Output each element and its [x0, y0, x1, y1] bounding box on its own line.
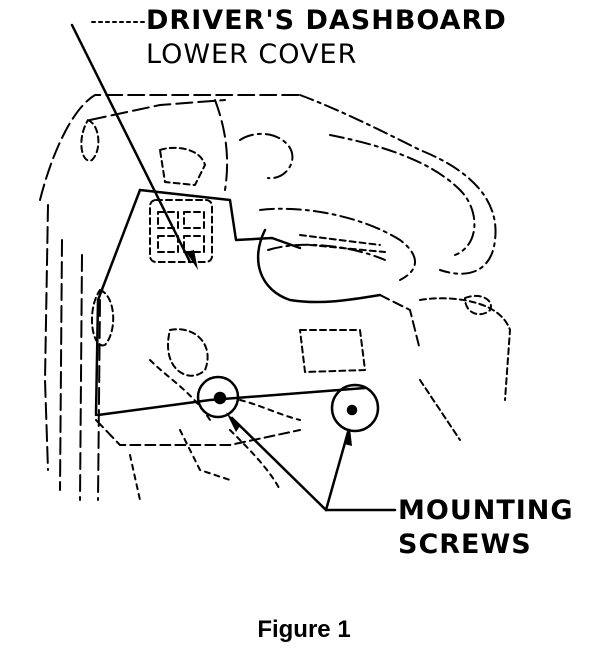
switch-panel-details — [80, 119, 511, 441]
top-leader-line — [70, 21, 198, 270]
dashboard-outline — [39, 94, 301, 501]
screw-highlight-circles — [196, 375, 380, 433]
top-label-line1: DRIVER'S DASHBOARD — [146, 5, 507, 36]
bottom-label-line2: SCREWS — [398, 529, 532, 560]
bottom-label-line1: MOUNTING — [398, 495, 574, 526]
dashboard-line-drawing — [39, 21, 511, 512]
lower-details — [129, 359, 301, 501]
steering-column — [239, 94, 497, 281]
mounting-screws-label: MOUNTING SCREWS — [398, 494, 574, 562]
top-label-line2: LOWER COVER — [146, 39, 358, 70]
figure-caption: Figure 1 — [257, 616, 351, 643]
driver-dashboard-lower-cover-label: DRIVER'S DASHBOARD LOWER COVER — [146, 4, 507, 72]
lower-cover-panel — [94, 188, 421, 446]
bottom-leader-lines — [226, 412, 397, 512]
